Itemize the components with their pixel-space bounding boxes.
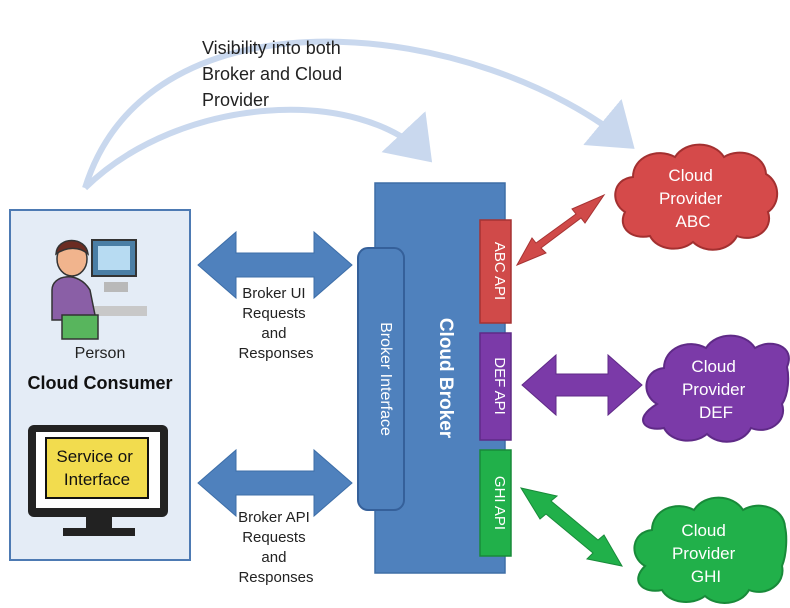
ghi-api-label: GHI API — [491, 476, 508, 530]
provider-ghi-line-3: GHI — [691, 567, 721, 586]
visibility-curve-to-provider — [82, 38, 635, 189]
service-box-line-1: Service or — [56, 447, 133, 466]
provider-abc-line-2: Provider — [659, 189, 723, 208]
provider-ghi-line-1: Cloud — [681, 521, 725, 540]
cloud-broker-label: Cloud Broker — [435, 318, 456, 439]
visibility-note: Visibility into both Broker and Cloud Pr… — [202, 38, 347, 110]
visibility-note-line-2: Broker and Cloud — [202, 64, 342, 84]
def-api-label: DEF API — [491, 357, 508, 415]
def-api-bar — [479, 332, 512, 441]
provider-def-label: Cloud Provider DEF — [682, 357, 750, 422]
ghi-api-bar — [479, 449, 512, 557]
def-provider-arrow — [521, 353, 643, 417]
provider-def-line-2: Provider — [682, 380, 746, 399]
broker-ui-arrow — [197, 230, 353, 300]
broker-ui-flow-line-4: Responses — [238, 345, 313, 362]
broker-api-flow-label: Broker API Requests and Responses — [238, 509, 314, 586]
provider-abc-label: Cloud Provider ABC — [659, 166, 727, 231]
abc-api-bar — [479, 219, 512, 324]
person-at-computer-icon — [51, 239, 147, 340]
provider-abc-line-3: ABC — [676, 212, 711, 231]
broker-api-flow-line-2: Requests — [242, 529, 305, 546]
broker-api-flow-line-4: Responses — [238, 569, 313, 586]
service-box-line-2: Interface — [64, 470, 130, 489]
provider-ghi-line-2: Provider — [672, 544, 736, 563]
provider-ghi-label: Cloud Provider GHI — [672, 521, 740, 586]
visibility-note-line-3: Provider — [202, 90, 269, 110]
broker-api-arrow — [197, 448, 353, 518]
broker-ui-flow-label: Broker UI Requests and Responses — [238, 285, 313, 362]
provider-def-line-3: DEF — [699, 403, 733, 422]
broker-interface-label: Broker Interface — [377, 322, 394, 436]
visibility-note-line-1: Visibility into both — [202, 38, 341, 58]
cloud-provider-ghi — [633, 496, 788, 604]
cloud-consumer-panel: Person Cloud Consumer Service or Interfa… — [9, 209, 191, 561]
ghi-provider-arrow — [519, 487, 623, 567]
broker-ui-flow-line-2: Requests — [242, 305, 305, 322]
cloud-provider-def — [642, 334, 790, 443]
broker-api-flow-line-1: Broker API — [238, 509, 310, 526]
person-label: Person — [75, 345, 126, 362]
broker-ui-flow-line-3: and — [261, 325, 286, 342]
visibility-curve-to-broker — [82, 106, 433, 191]
monitor-icon — [28, 425, 168, 536]
provider-def-line-1: Cloud — [691, 357, 735, 376]
service-or-interface-box: Service or Interface — [56, 447, 137, 489]
abc-provider-arrow — [515, 193, 606, 267]
cloud-provider-abc — [614, 143, 779, 251]
broker-api-flow-line-3: and — [261, 549, 286, 566]
provider-abc-line-1: Cloud — [668, 166, 712, 185]
broker-ui-flow-line-1: Broker UI — [242, 285, 305, 302]
cloud-consumer-title: Cloud Consumer — [27, 373, 172, 393]
abc-api-label: ABC API — [491, 242, 508, 300]
